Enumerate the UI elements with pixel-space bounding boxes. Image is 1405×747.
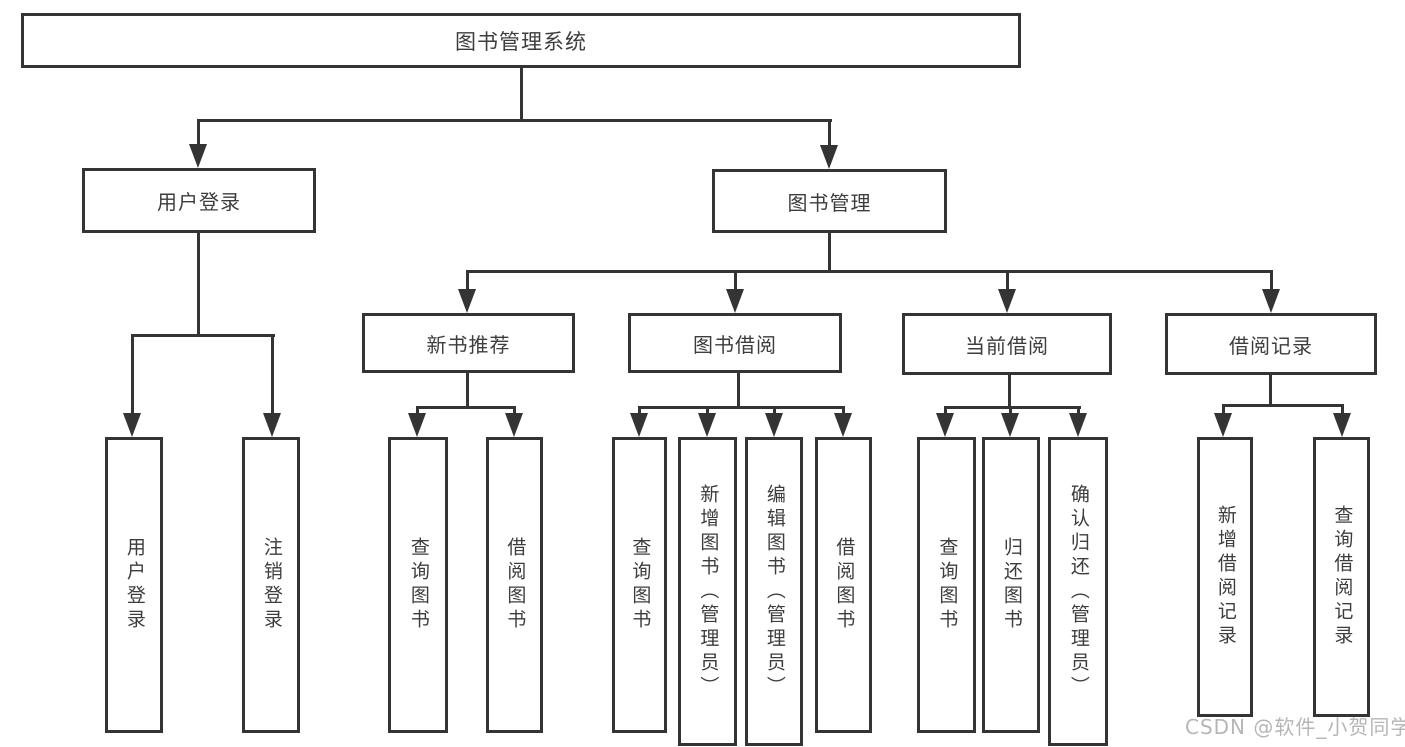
connector-line (416, 406, 516, 409)
node-borrow-records: 借阅记录 (1165, 313, 1377, 375)
leaf-confirm-return-admin-label: 确认归还（管理员） (1067, 483, 1090, 700)
connector-line (131, 334, 134, 418)
leaf-return-books: 归还图书 (982, 437, 1040, 733)
connector-line (1341, 404, 1344, 418)
connector-line (1077, 406, 1080, 418)
connector-line (1009, 406, 1012, 418)
node-current-borrow-label: 当前借阅 (965, 333, 1049, 358)
connector-line (1008, 374, 1011, 409)
node-new-book-recommend-label: 新书推荐 (426, 332, 511, 357)
leaf-query-borrow-record: 查询借阅记录 (1313, 437, 1370, 717)
connector-line (197, 119, 832, 122)
connector-line (1006, 270, 1009, 294)
connector-line (271, 334, 274, 418)
node-new-book-recommend: 新书推荐 (362, 313, 575, 373)
connector-line (828, 232, 831, 273)
arrow-down-icon (408, 413, 426, 437)
connector-line (828, 119, 831, 149)
arrow-down-icon (765, 413, 783, 437)
node-book-borrow-label: 图书借阅 (693, 332, 777, 357)
arrow-down-icon (189, 144, 207, 168)
leaf-logout-label: 注销登录 (260, 537, 283, 633)
arrow-down-icon (630, 413, 648, 437)
arrow-down-icon (726, 289, 744, 313)
connector-line (197, 119, 200, 149)
node-book-borrow: 图书借阅 (628, 313, 842, 373)
node-borrow-records-label: 借阅记录 (1229, 333, 1313, 358)
connector-line (466, 270, 469, 294)
leaf-user-login-label: 用户登录 (123, 537, 146, 633)
leaf-add-books-admin-label: 新增图书（管理员） (697, 483, 720, 700)
arrow-down-icon (458, 289, 476, 313)
node-root-label: 图书管理系统 (455, 29, 587, 54)
arrow-down-icon (820, 145, 838, 169)
leaf-borrow-books-2: 借阅图书 (815, 437, 872, 733)
node-user-login-label: 用户登录 (157, 190, 241, 214)
leaf-borrow-books-1: 借阅图书 (486, 437, 543, 733)
node-current-borrow: 当前借阅 (902, 313, 1112, 375)
connector-line (513, 406, 516, 418)
arrow-down-icon (1333, 413, 1351, 437)
leaf-query-books-1: 查询图书 (388, 437, 448, 733)
leaf-return-books-label: 归还图书 (1000, 537, 1023, 633)
connector-line (773, 406, 776, 418)
arrow-down-icon (123, 413, 141, 437)
connector-line (638, 406, 845, 409)
node-book-management: 图书管理 (712, 169, 947, 233)
connector-line (944, 406, 1081, 409)
leaf-confirm-return-admin: 确认归还（管理员） (1048, 437, 1108, 746)
leaf-borrow-books-2-label: 借阅图书 (833, 537, 856, 633)
arrow-down-icon (698, 413, 716, 437)
leaf-logout: 注销登录 (242, 437, 300, 733)
connector-line (944, 406, 947, 418)
connector-line (1222, 404, 1225, 418)
connector-line (466, 270, 1273, 273)
connector-line (734, 270, 737, 294)
arrow-down-icon (998, 289, 1016, 313)
leaf-query-books-3-label: 查询图书 (936, 537, 959, 633)
node-user-login: 用户登录 (82, 168, 316, 233)
connector-line (416, 406, 419, 418)
arrow-down-icon (1069, 413, 1087, 437)
leaf-user-login: 用户登录 (105, 437, 163, 733)
connector-line (520, 66, 523, 122)
arrow-down-icon (936, 413, 954, 437)
connector-line (842, 406, 845, 418)
connector-line (1222, 404, 1343, 407)
node-book-management-label: 图书管理 (787, 190, 872, 215)
leaf-query-books-3: 查询图书 (917, 437, 976, 733)
leaf-query-borrow-record-label: 查询借阅记录 (1331, 505, 1354, 649)
node-root: 图书管理系统 (21, 13, 1021, 68)
arrow-down-icon (1262, 289, 1280, 313)
leaf-query-books-2: 查询图书 (612, 437, 667, 733)
arrow-down-icon (263, 413, 281, 437)
connector-line (706, 406, 709, 418)
leaf-add-borrow-record-label: 新增借阅记录 (1214, 505, 1237, 649)
connector-line (638, 406, 641, 418)
leaf-add-books-admin: 新增图书（管理员） (678, 437, 737, 746)
csdn-watermark: CSDN @软件_小贺同学 (1185, 715, 1405, 739)
connector-line (1269, 374, 1272, 407)
leaf-edit-books-admin: 编辑图书（管理员） (745, 437, 803, 746)
arrow-down-icon (1214, 413, 1232, 437)
leaf-query-books-1-label: 查询图书 (407, 537, 430, 633)
arrow-down-icon (834, 413, 852, 437)
leaf-edit-books-admin-label: 编辑图书（管理员） (763, 483, 786, 700)
connector-line (466, 372, 469, 409)
connector-line (131, 334, 275, 337)
leaf-query-books-2-label: 查询图书 (629, 537, 652, 633)
arrow-down-icon (1001, 413, 1019, 437)
arrow-down-icon (505, 413, 523, 437)
connector-line (197, 232, 200, 337)
connector-line (1270, 270, 1273, 294)
connector-line (737, 372, 740, 409)
leaf-borrow-books-1-label: 借阅图书 (504, 537, 527, 633)
leaf-add-borrow-record: 新增借阅记录 (1197, 437, 1253, 717)
